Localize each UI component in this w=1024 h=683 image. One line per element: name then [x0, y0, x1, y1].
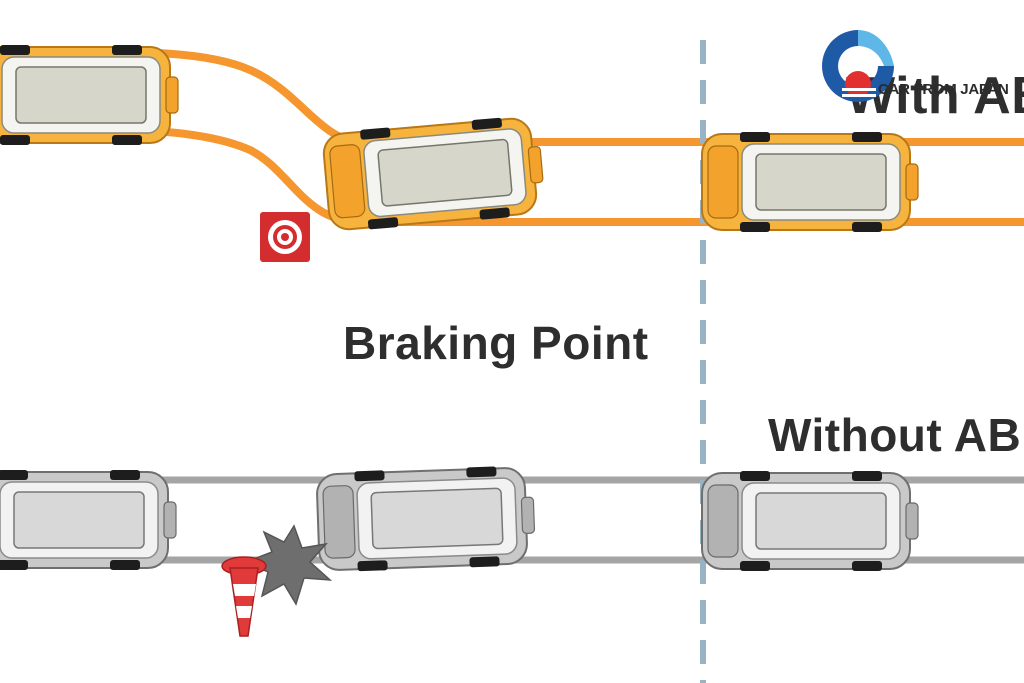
abs-car-start	[0, 44, 179, 146]
watermark-text: CAR FROM JAPAN	[878, 81, 1009, 98]
abs-car-swerving	[321, 113, 547, 234]
braking-point-label: Braking Point	[343, 317, 649, 369]
obstacle-target-icon	[260, 212, 310, 262]
no-abs-car-start	[0, 469, 177, 571]
logo-wave-icon	[822, 30, 894, 102]
traffic-cone-icon	[221, 556, 267, 637]
no-abs-car-braking-point	[701, 470, 919, 572]
watermark-logo: CAR FROM JAPAN	[818, 26, 1024, 106]
abs-car-braking-point	[701, 131, 919, 233]
no-abs-car-crashed	[315, 464, 537, 574]
without-abs-label: Without AB	[768, 409, 1022, 461]
crash-burst-icon	[244, 524, 333, 606]
